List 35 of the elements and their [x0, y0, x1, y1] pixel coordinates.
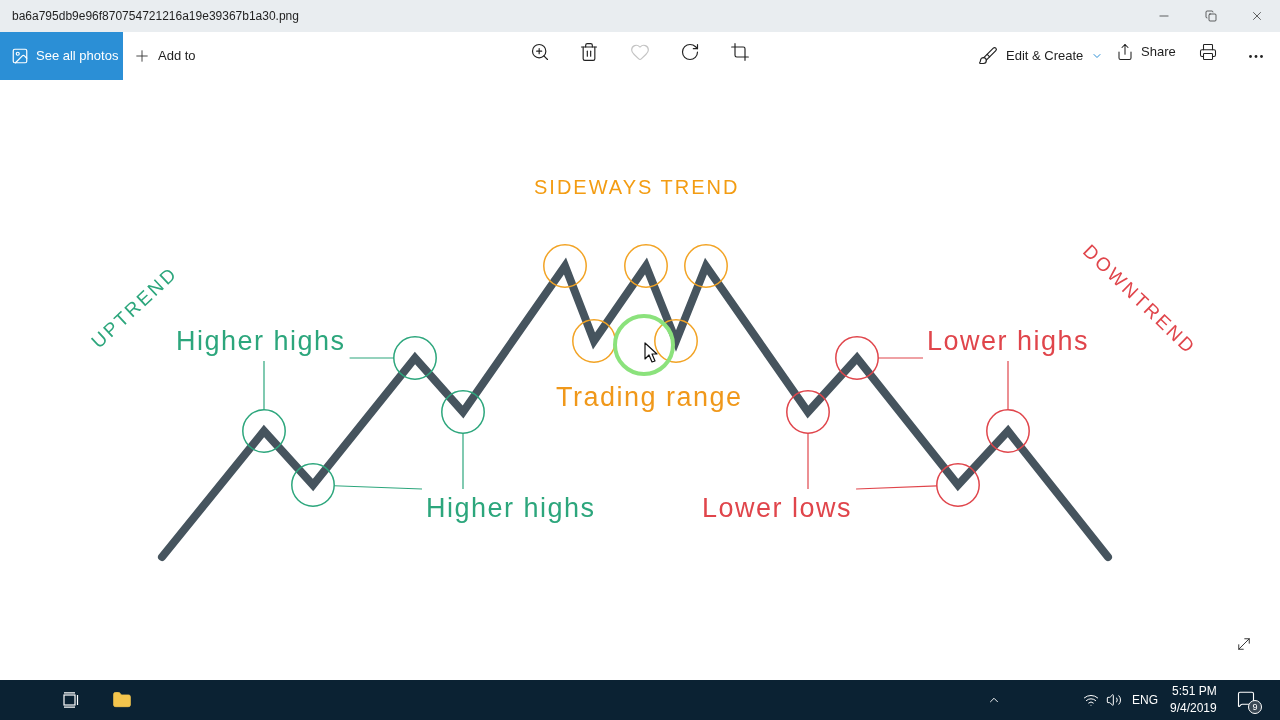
- leader-line: [1007, 360, 1009, 411]
- marker-circle: [786, 390, 830, 434]
- window-title: ba6a795db9e96f870754721216a19e39367b1a30.png: [12, 8, 299, 24]
- marker-circle: [441, 390, 485, 434]
- range-label: Trading range: [556, 382, 743, 414]
- notification-count: 9: [1248, 700, 1262, 714]
- see-all-photos-button: See all photos: [0, 32, 123, 80]
- leader-line: [462, 432, 464, 490]
- marker-circle: [624, 244, 668, 288]
- leader-line: [349, 357, 395, 359]
- leader-line: [263, 360, 265, 411]
- leader-line: [855, 485, 938, 490]
- callout-text: Higher highs: [176, 326, 346, 358]
- section-title: SIDEWAYS TREND: [534, 176, 740, 199]
- callout-text: Higher highs: [426, 493, 596, 525]
- share-button: Share: [1116, 40, 1176, 64]
- leader-line: [877, 357, 924, 359]
- marker-circle: [835, 336, 879, 380]
- leader-line: [333, 485, 423, 490]
- add-to-button: Add to: [133, 44, 196, 68]
- language-indicator: ENG: [1132, 692, 1158, 708]
- marker-circle: [936, 463, 980, 507]
- leader-line: [807, 432, 809, 490]
- callout-text: Lower lows: [702, 493, 853, 525]
- edit-create-button: Edit & Create: [978, 44, 1104, 68]
- marker-circle: [654, 319, 698, 363]
- clock-date: 9/4/2019: [1170, 700, 1217, 716]
- marker-circle: [986, 409, 1030, 453]
- marker-circle: [242, 409, 286, 453]
- marker-circle: [572, 319, 616, 363]
- marker-circle: [684, 244, 728, 288]
- marker-circle: [393, 336, 437, 380]
- clock-time: 5:51 PM: [1172, 683, 1217, 699]
- marker-circle: [543, 244, 587, 288]
- marker-circle: [291, 463, 335, 507]
